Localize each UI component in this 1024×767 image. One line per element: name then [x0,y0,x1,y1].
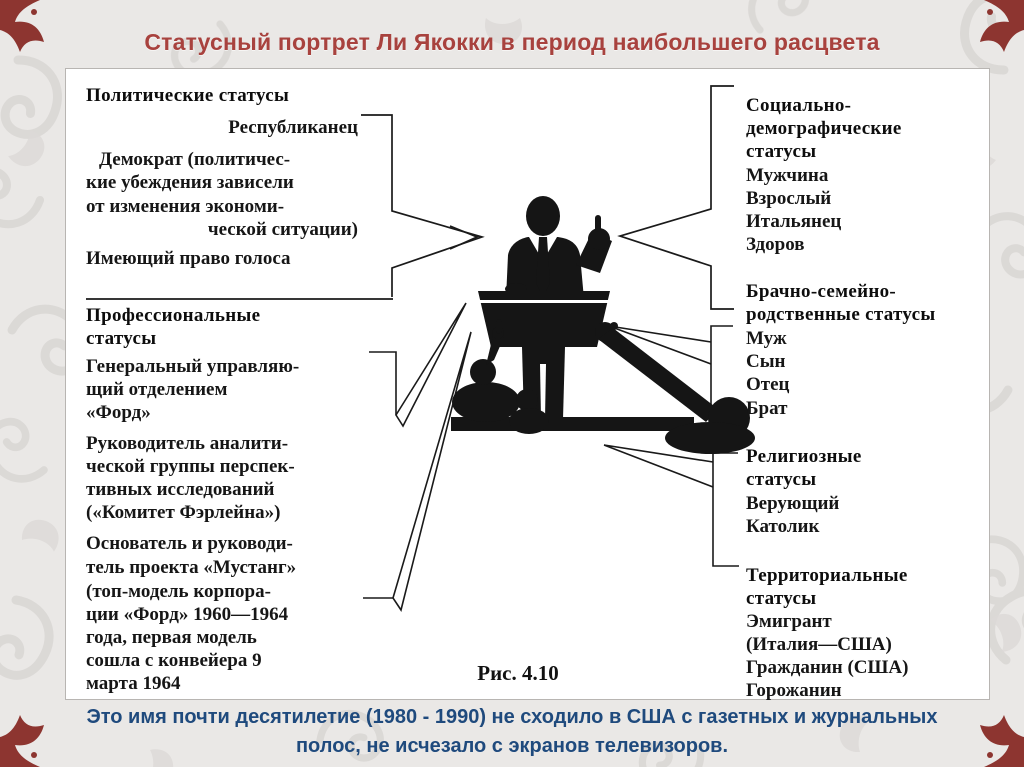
item-gm-line3: «Форд» [86,402,151,423]
sociodem-heading-line1: Социально- [746,95,852,116]
item-son: Сын [746,351,786,372]
item-healthy: Здоров [746,234,805,255]
professional-heading-line1: Профессиональные [86,305,261,326]
corner-ornament-top-left [0,0,44,52]
corner-ornament-bottom-left [0,715,44,767]
item-believer: Верующий [746,493,840,514]
item-analytics-line1: Руководитель аналити- [86,433,289,454]
footer-text-line1: Это имя почти десятилетие (1980 - 1990) … [86,706,938,728]
item-city-dweller: Горожанин [746,680,842,701]
item-mustang-line3: (топ-модель корпора- [86,581,271,602]
sociodemographic-bracket [617,85,734,310]
item-mustang-line4: ции «Форд» 1960—1964 [86,604,289,625]
slide-title: Статусный портрет Ли Якокки в период наи… [144,29,880,55]
sociodem-heading-line2: демографические [746,118,902,139]
political-bracket [86,114,485,300]
speaker-silhouette [451,196,694,431]
item-brother: Брат [746,398,788,419]
item-democrat-line2: кие убеждения зависели [86,172,294,193]
item-gm-line2: щий отделением [86,379,228,400]
territorial-heading-line2: статусы [746,588,817,609]
item-republican: Республиканец [228,117,358,138]
professional-bracket-2 [363,331,472,612]
corner-ornament-bottom-right [980,715,1024,767]
item-mustang-line5: года, первая модель [86,627,257,648]
religious-territorial-bracket [603,444,739,567]
item-democrat-line1: Демократ (политичес- [99,149,291,170]
professional-heading-line2: статусы [86,328,157,349]
item-analytics-line4: («Комитет Фэрлейна») [86,502,281,523]
item-mustang-line1: Основатель и руководи- [86,533,293,554]
figure-caption: Рис. 4.10 [477,661,559,685]
religious-heading-line2: статусы [746,469,817,490]
item-husband: Муж [746,328,787,349]
item-democrat-line3: от изменения экономи- [86,196,285,217]
audience-silhouette [452,319,755,454]
family-heading-line2: родственные статусы [746,304,936,325]
item-italian: Итальянец [746,211,842,232]
item-citizen-usa: Гражданин (США) [746,657,909,678]
item-father: Отец [746,374,790,395]
item-analytics-line2: ческой группы перспек- [86,456,295,477]
corner-ornament-top-right [980,0,1024,52]
political-heading: Политические статусы [86,85,290,106]
item-voter: Имеющий право голоса [86,248,291,269]
diagram-figure [86,85,755,612]
item-gm-line1: Генеральный управляю- [86,356,300,377]
footer-text-line2: полос, не исчезало с экранов телевизоров… [295,735,729,757]
territorial-heading-line1: Территориальные [746,565,908,586]
item-italy-usa: (Италия—США) [746,634,892,655]
family-heading-line1: Брачно-семейно- [746,281,897,302]
item-analytics-line3: тивных исследований [86,479,275,500]
professional-bracket-1 [369,302,467,428]
religious-heading-line1: Религиозные [746,446,862,467]
item-democrat-line4: ческой ситуации) [207,219,358,240]
item-catholic: Католик [746,516,820,537]
item-mustang-line2: тель проекта «Мустанг» [86,557,297,578]
item-mustang-line6: сошла с конвейера 9 [86,650,262,671]
item-male: Мужчина [746,165,829,186]
item-mustang-line7: марта 1964 [86,673,181,694]
sociodem-heading-line3: статусы [746,141,817,162]
item-adult: Взрослый [746,188,832,209]
diagram-panel: Политические статусы Республиканец Демок… [65,68,990,701]
item-emigrant: Эмигрант [746,611,832,632]
